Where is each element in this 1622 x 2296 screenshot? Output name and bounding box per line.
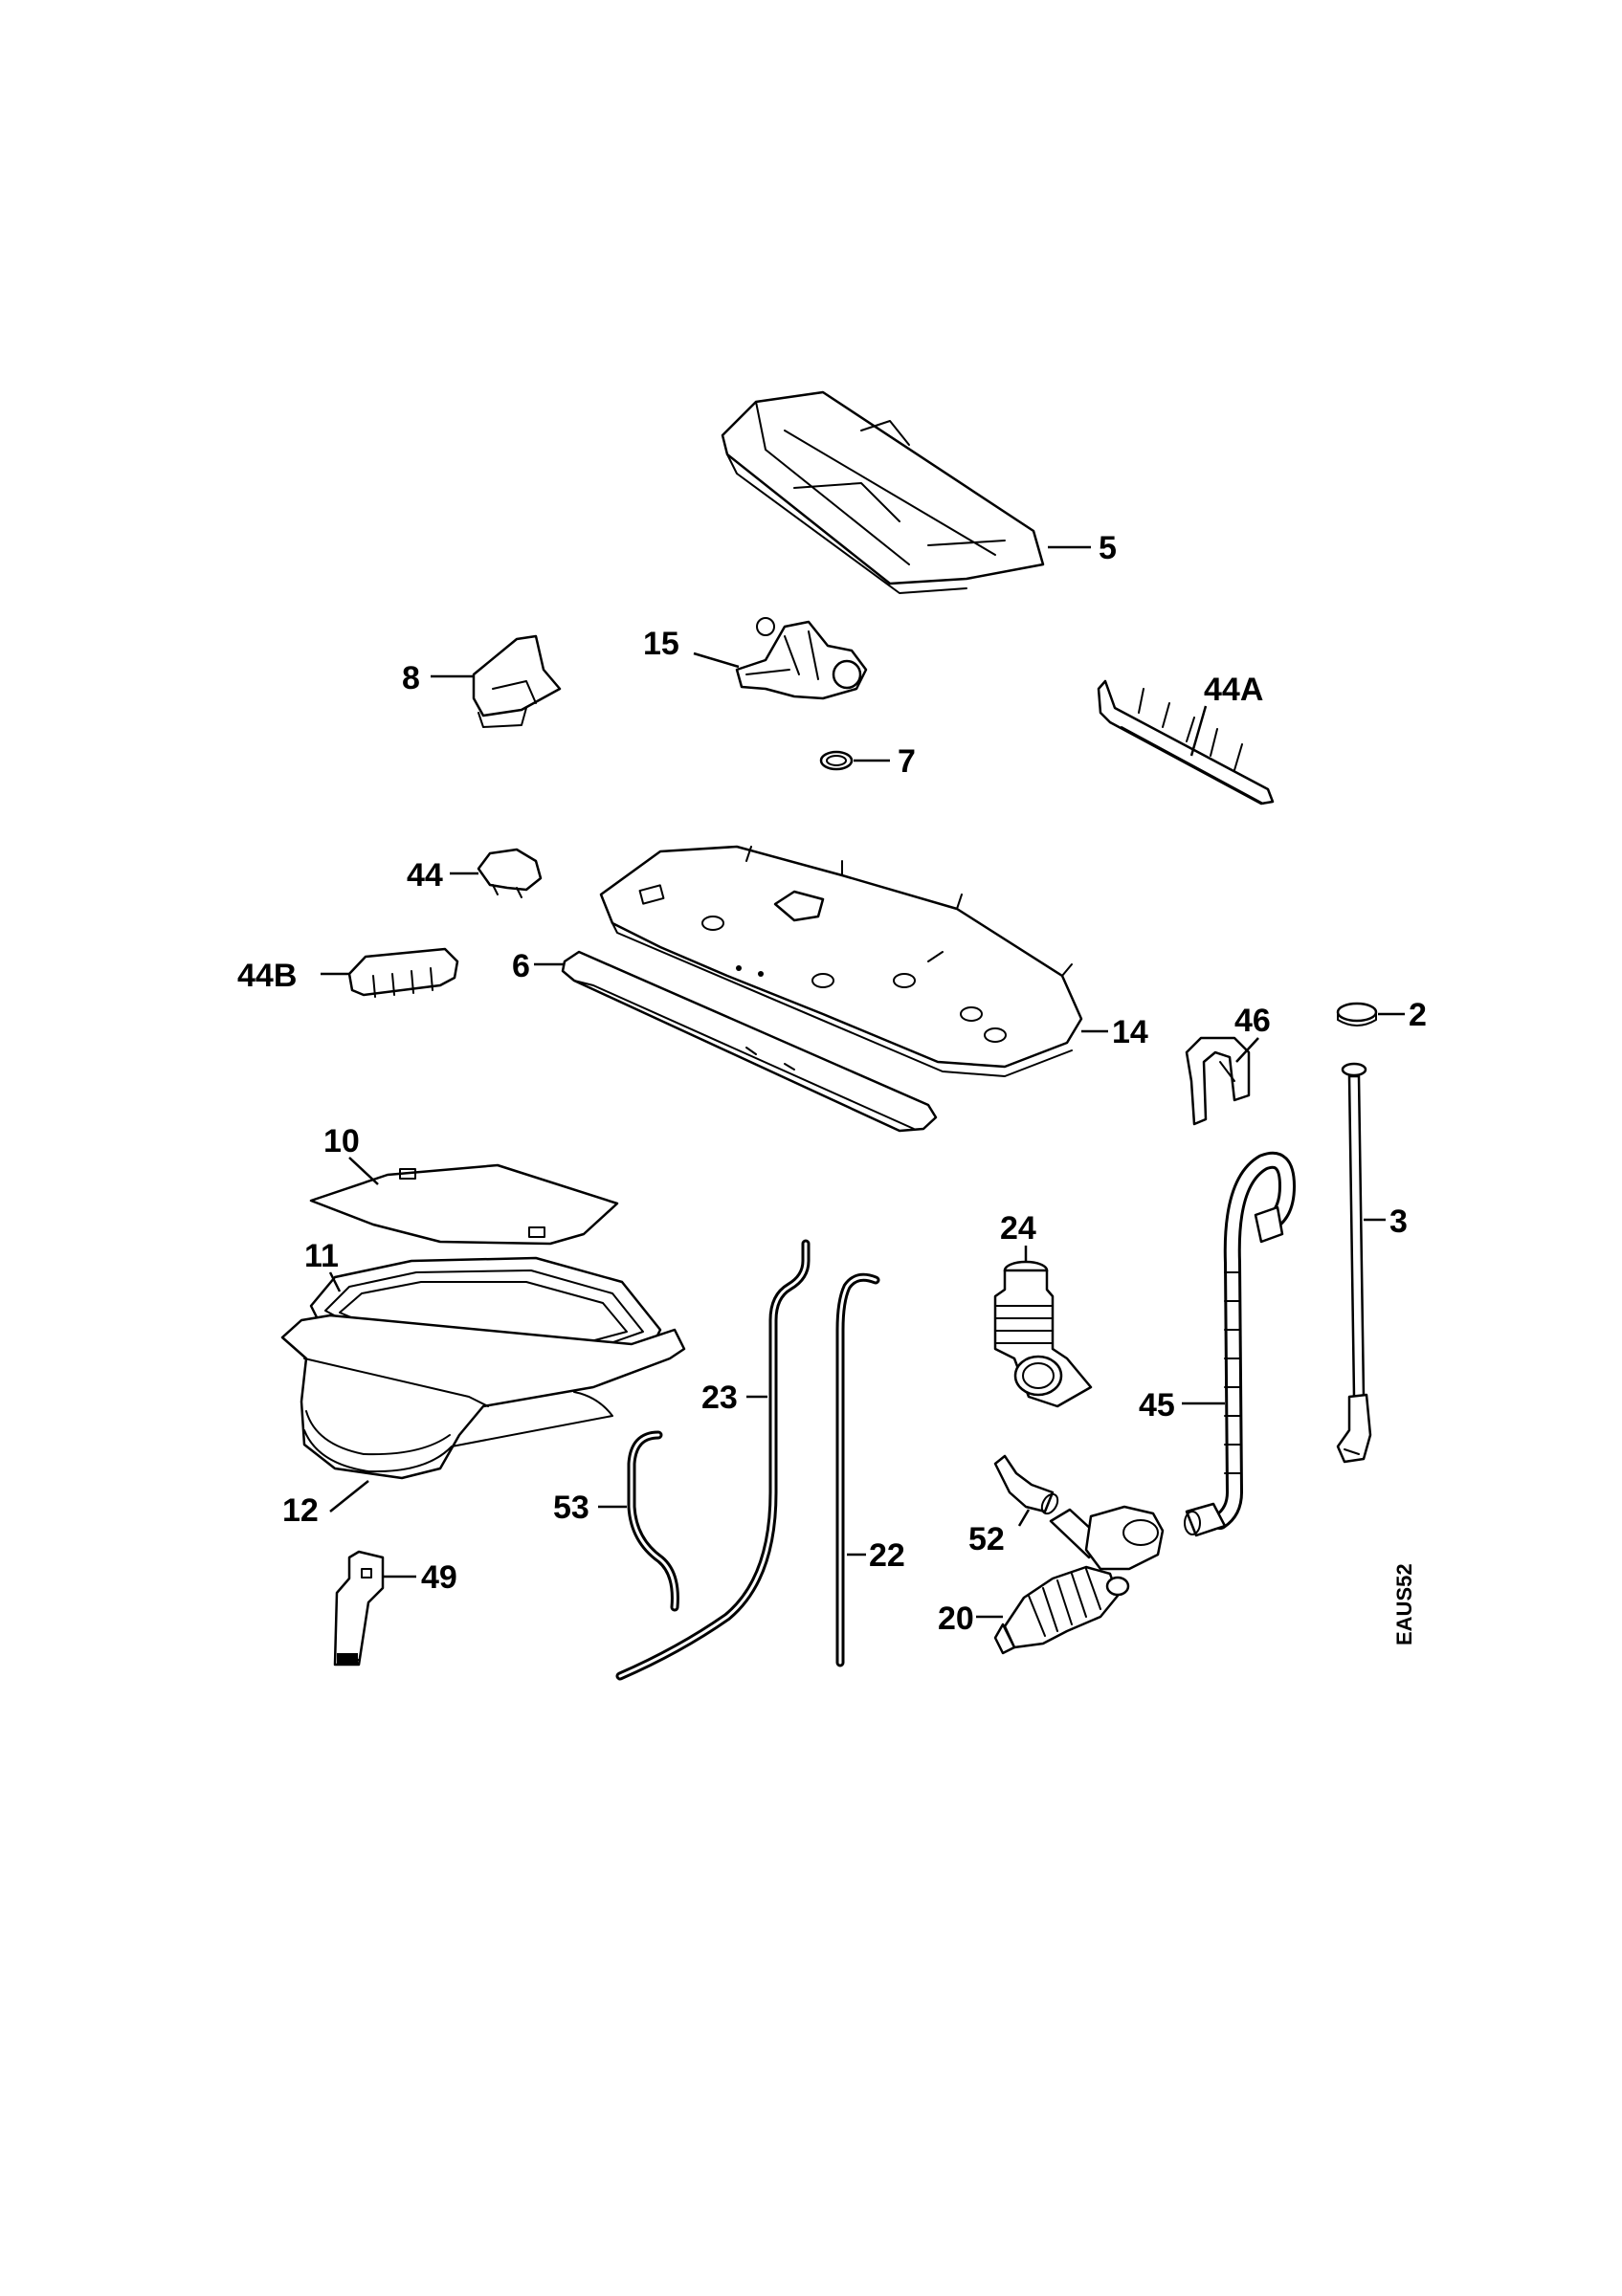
part-2-filter-washer [1336, 1002, 1378, 1027]
callout-7: 7 [898, 743, 916, 780]
part-8-hinge-bracket [472, 634, 562, 728]
callout-11: 11 [304, 1238, 339, 1274]
part-20-sump-hose [993, 1505, 1165, 1655]
callout-3: 3 [1389, 1203, 1408, 1240]
callout-12: 12 [282, 1492, 319, 1529]
part-22-hose [835, 1272, 880, 1667]
callout-44A: 44A [1204, 672, 1263, 708]
callout-22: 22 [869, 1537, 905, 1574]
callout-5: 5 [1099, 530, 1117, 566]
callout-52: 52 [968, 1521, 1005, 1557]
diagram-code: EAUS52 [1392, 1563, 1416, 1645]
part-46-hose-hook [1185, 1036, 1251, 1126]
callout-45: 45 [1139, 1387, 1175, 1424]
part-12-top-gasket [280, 1314, 686, 1480]
callout-46: 46 [1234, 1003, 1271, 1039]
callout-23: 23 [701, 1380, 738, 1416]
part-14-top-panel [599, 845, 1083, 1077]
part-5-dispenser-housing [721, 390, 1045, 594]
callout-14: 14 [1112, 1014, 1148, 1050]
part-10-lid-panel [309, 1163, 619, 1246]
part-44-clip [477, 848, 543, 898]
part-3-inlet-hose [1336, 1062, 1372, 1464]
callout-53: 53 [553, 1490, 589, 1526]
callout-44: 44 [407, 857, 443, 894]
part-49-latch-bracket [333, 1550, 385, 1667]
part-44B-multi-clip [347, 947, 459, 998]
part-15-valve-assembly [735, 617, 868, 700]
callout-10: 10 [323, 1123, 360, 1159]
callout-49: 49 [421, 1559, 457, 1596]
callout-44B: 44B [237, 958, 297, 994]
part-45-drain-hose [1184, 1151, 1296, 1537]
callout-8: 8 [402, 660, 420, 696]
callout-2: 2 [1409, 997, 1427, 1033]
part-53-hose [627, 1430, 679, 1612]
callout-15: 15 [643, 626, 679, 662]
callout-6: 6 [512, 948, 530, 984]
part-24-drain-bellows [993, 1260, 1093, 1408]
callout-24: 24 [1000, 1210, 1036, 1247]
part-6-trim-strip [561, 950, 938, 1133]
callout-20: 20 [938, 1601, 974, 1637]
part-44A-clip-rail [1097, 679, 1275, 806]
part-23-hose [615, 1239, 811, 1681]
part-7-o-ring [819, 750, 854, 771]
